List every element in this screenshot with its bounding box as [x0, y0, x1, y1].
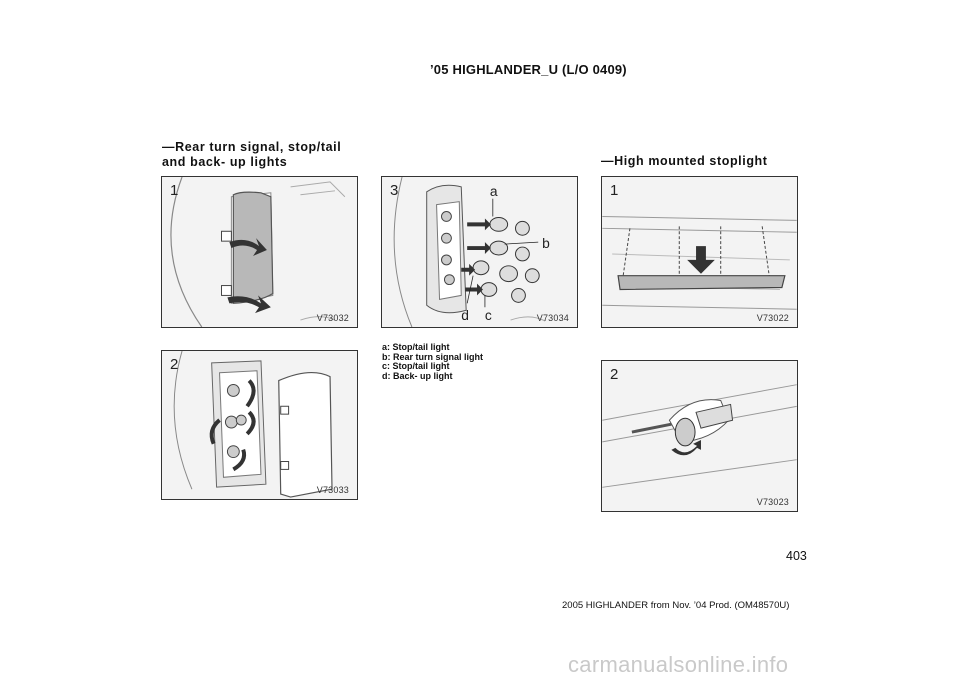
figure-code: V73032 [316, 313, 349, 323]
removal-arrow-icon [461, 218, 491, 296]
legend-item: d: Back- up light [382, 370, 453, 381]
removal-arrow-icon [227, 238, 271, 314]
section-title-line-1: —Rear turn signal, stop/tail [162, 140, 342, 154]
section-title-line-2: and back- up lights [162, 155, 288, 169]
lens-back [278, 371, 333, 498]
page-number: 403 [786, 549, 807, 563]
figure-rear-2-illustration [173, 351, 333, 498]
figure-rear-2: 2 V73033 [161, 350, 358, 500]
figure-number: 1 [610, 182, 619, 199]
down-arrow-icon [687, 246, 715, 274]
figure-code: V73022 [756, 313, 789, 323]
figure-number: 1 [170, 182, 179, 199]
page-header: ’05 HIGHLANDER_U (L/O 0409) [430, 62, 627, 77]
legend-item: b: Rear turn signal light [382, 351, 484, 362]
figure-rear-3-illustration: a b c d [393, 177, 550, 327]
label-d: d [461, 307, 469, 323]
figure-high-1: 1 V73022 [601, 176, 798, 328]
figure-code: V73034 [536, 313, 569, 323]
stoplight-cover [617, 275, 786, 291]
figure-number: 3 [390, 182, 399, 199]
rotate-arrow-icon [671, 439, 701, 456]
section-title-high-mounted: —High mounted stoplight [601, 154, 768, 168]
figure-code: V73023 [756, 497, 789, 507]
bulb-legend: a: Stop/tail light b: Rear turn signal l… [382, 342, 484, 381]
label-b: b [542, 235, 550, 251]
figure-rear-3: a b c d 3 V73034 [381, 176, 578, 328]
figure-number: 2 [170, 356, 179, 373]
figure-code: V73033 [316, 485, 349, 495]
label-a: a [490, 183, 498, 199]
legend-item: c: Stop/tail light [382, 361, 450, 371]
label-c: c [485, 307, 492, 323]
figure-number: 2 [610, 366, 619, 383]
figure-rear-1: 1 V73032 [161, 176, 358, 328]
page-footer: 2005 HIGHLANDER from Nov. ’04 Prod. (OM4… [562, 600, 790, 611]
figure-high-2: 2 V73023 [601, 360, 798, 512]
figure-rear-1-illustration [170, 177, 346, 327]
rotate-arrow-icon [209, 379, 256, 472]
section-title-rear-lights: —Rear turn signal, stop/tail and back- u… [162, 140, 341, 170]
watermark[interactable]: carmanualsonline.info [568, 652, 789, 677]
figure-high-1-illustration [602, 215, 797, 310]
figure-high-2-illustration [602, 384, 797, 488]
legend-item: a: Stop/tail light [382, 342, 450, 352]
